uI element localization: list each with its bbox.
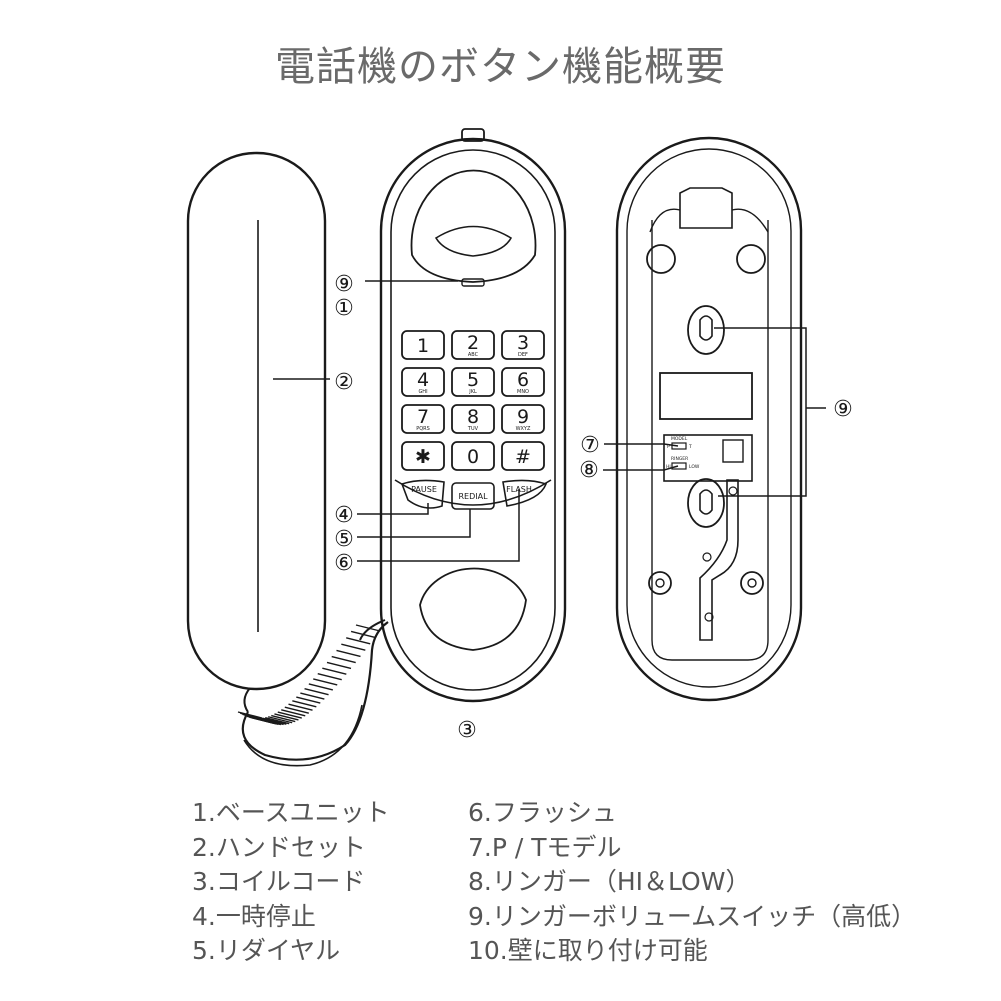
coil-rung bbox=[274, 713, 299, 721]
key-digit: 3 bbox=[517, 332, 529, 354]
callout-5: ⑤ bbox=[334, 527, 354, 552]
coil-rung bbox=[288, 703, 313, 711]
hi-label: HI bbox=[666, 464, 671, 470]
legend-left: 1.ベースユニット 2.ハンドセット 3.コイルコード 4.一時停止 5.リダイ… bbox=[192, 796, 390, 969]
callout-8: ⑧ bbox=[579, 458, 599, 483]
key-digit: # bbox=[515, 446, 531, 468]
legend-item-8: 8.リンガー（HI＆LOW） bbox=[468, 867, 751, 896]
legend-item-4: 4.一時停止 bbox=[192, 901, 316, 931]
key-digit: 9 bbox=[517, 406, 529, 428]
legend-item-3: 3.コイルコード bbox=[192, 867, 366, 896]
legend-item-7: 7.P / Tモデル bbox=[468, 832, 622, 862]
key-0[interactable]: 1 bbox=[401, 330, 445, 360]
coil-rung bbox=[300, 692, 325, 700]
redial-key-label: REDIAL bbox=[458, 492, 488, 501]
coil-rung bbox=[292, 700, 317, 708]
coil-rung bbox=[284, 706, 309, 714]
key-digit: 0 bbox=[467, 446, 479, 468]
coil-rung bbox=[336, 649, 361, 658]
key-digit: 8 bbox=[467, 406, 479, 428]
coil-rung bbox=[331, 655, 356, 664]
key-digit: 2 bbox=[467, 332, 479, 354]
callout-6: ⑥ bbox=[334, 551, 354, 576]
callout-4: ④ bbox=[334, 503, 354, 528]
callout-1: ① bbox=[334, 296, 354, 321]
key-letters: ABC bbox=[468, 352, 479, 358]
coil-rung bbox=[350, 630, 376, 639]
legend-item-6: 6.フラッシュ bbox=[468, 798, 617, 827]
t-label: T bbox=[688, 444, 692, 450]
key-letters: DEF bbox=[518, 352, 528, 358]
key-10[interactable]: 0 bbox=[451, 441, 495, 471]
coil-rung bbox=[355, 624, 381, 632]
key-digit: 6 bbox=[517, 369, 529, 391]
coil-rung bbox=[326, 661, 352, 670]
legend-item-9: 9.リンガーボリュームスイッチ（高低） bbox=[468, 901, 917, 931]
base-unit-back bbox=[615, 136, 803, 702]
key-11[interactable]: # bbox=[501, 441, 545, 471]
callout-9-back: ⑨ bbox=[833, 397, 853, 422]
base-unit-front bbox=[379, 128, 567, 703]
key-letters: PQRS bbox=[416, 426, 430, 432]
key-letters: JKL bbox=[468, 389, 477, 395]
callout-9-front: ⑨ bbox=[334, 272, 354, 297]
key-letters: TUV bbox=[467, 426, 479, 432]
coil-rung bbox=[296, 696, 321, 704]
legend-item-5: 5.リダイヤル bbox=[192, 936, 341, 965]
page-title: 電話機のボタン機能概要 bbox=[275, 44, 726, 90]
ringer-switch-label: RINGER bbox=[671, 456, 688, 462]
key-digit: 7 bbox=[417, 406, 429, 428]
key-digit: 5 bbox=[467, 369, 479, 391]
leader-lines bbox=[273, 280, 826, 562]
legend-item-10: 10.壁に取り付け可能 bbox=[468, 936, 708, 965]
coil-rung bbox=[259, 717, 284, 726]
low-label: LOW bbox=[689, 464, 700, 470]
callout-7: ⑦ bbox=[580, 433, 600, 458]
flash-key-label: FLASH bbox=[506, 485, 532, 494]
key-digit: 1 bbox=[417, 335, 429, 357]
p-label: P bbox=[667, 444, 670, 450]
coil-rung bbox=[317, 673, 342, 681]
coil-rung bbox=[271, 714, 296, 723]
coil-rung bbox=[304, 687, 329, 696]
coil-rung bbox=[268, 716, 293, 724]
coil-rung bbox=[281, 709, 306, 717]
coil-rung bbox=[265, 716, 290, 725]
coil-rung bbox=[277, 711, 302, 719]
key-9[interactable]: ✱ bbox=[401, 441, 445, 471]
handset bbox=[186, 151, 327, 691]
key-letters: WXYZ bbox=[516, 426, 531, 432]
pause-key-label: PAUSE bbox=[411, 485, 437, 494]
legend-item-2: 2.ハンドセット bbox=[192, 832, 366, 862]
coil-rung bbox=[313, 678, 338, 686]
coil-rung bbox=[341, 643, 366, 651]
coil-rung bbox=[308, 683, 334, 691]
legend-item-1: 1.ベースユニット bbox=[192, 798, 390, 827]
key-letters: GHI bbox=[418, 389, 427, 395]
model-switch-label: MODEL bbox=[671, 436, 688, 442]
callout-3: ③ bbox=[457, 718, 477, 743]
key-digit: 4 bbox=[417, 369, 429, 391]
coil-rung bbox=[346, 637, 371, 645]
key-letters: MNO bbox=[517, 389, 529, 395]
coil-rung bbox=[262, 717, 287, 725]
coil-rung bbox=[322, 667, 347, 675]
coil-cord bbox=[237, 619, 389, 767]
callout-2: ② bbox=[334, 370, 354, 395]
legend-right: 6.フラッシュ 7.P / Tモデル 8.リンガー（HI＆LOW） 9.リンガー… bbox=[468, 796, 916, 969]
key-digit: ✱ bbox=[415, 446, 431, 468]
